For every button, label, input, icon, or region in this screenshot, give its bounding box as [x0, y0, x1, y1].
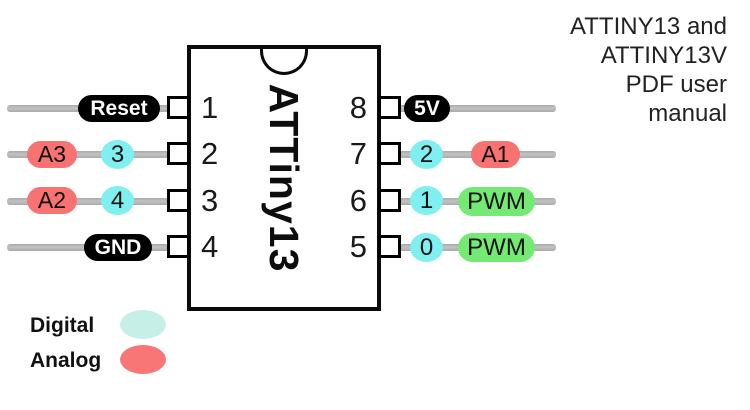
pin-square-8	[378, 96, 401, 119]
wire-pin3-left	[7, 198, 170, 205]
legend-analog-swatch	[120, 345, 166, 374]
legend-digital-label: Digital	[30, 314, 95, 337]
digital-pill-1: 1	[410, 186, 443, 215]
legend-analog-label: Analog	[30, 349, 102, 372]
pin-square-7	[378, 142, 401, 165]
pin-number-8: 8	[349, 90, 367, 125]
pin-number-7: 7	[349, 136, 367, 171]
gnd-pill: GND	[84, 234, 152, 261]
pin-square-3	[167, 189, 190, 212]
analog-pill-a3: A3	[27, 141, 77, 168]
digital-pill-0: 0	[410, 233, 443, 262]
title-line-3: PDF user	[625, 71, 727, 98]
pin-number-3: 3	[201, 183, 219, 218]
5v-pill: 5V	[404, 95, 450, 122]
wire-pin2-left	[7, 151, 170, 158]
pin-square-5	[378, 235, 401, 258]
reset-pill: Reset	[78, 95, 160, 122]
chip-notch	[260, 49, 308, 75]
chip-body: ATTiny13 1 2 3 4 8 7 6 5	[187, 45, 381, 311]
analog-pill-a2: A2	[27, 187, 77, 214]
digital-pill-4: 4	[101, 186, 134, 215]
digital-pill-2: 2	[410, 140, 443, 169]
chip-label: ATTiny13	[261, 83, 308, 273]
title-line-4: manual	[648, 100, 727, 127]
pin-square-4	[167, 235, 190, 258]
pwm-pill-pin6: PWM	[458, 187, 535, 216]
pwm-pill-pin5: PWM	[458, 233, 535, 262]
pin-number-2: 2	[201, 136, 219, 171]
pin-number-6: 6	[349, 183, 367, 218]
pin-number-5: 5	[349, 229, 367, 264]
analog-pill-a1: A1	[471, 141, 520, 168]
pin-square-2	[167, 142, 190, 165]
wire-pin8-right	[396, 105, 556, 112]
pin-number-4: 4	[201, 229, 219, 264]
pin-square-1	[167, 96, 190, 119]
digital-pill-3: 3	[101, 140, 134, 169]
legend-digital-swatch	[120, 310, 166, 339]
pin-square-6	[378, 189, 401, 212]
page-title: ATTINY13 and ATTINY13V PDF user manual	[487, 12, 727, 128]
pin-number-1: 1	[201, 90, 219, 125]
title-line-2: ATTINY13V	[600, 42, 727, 69]
title-line-1: ATTINY13 and	[570, 13, 727, 40]
